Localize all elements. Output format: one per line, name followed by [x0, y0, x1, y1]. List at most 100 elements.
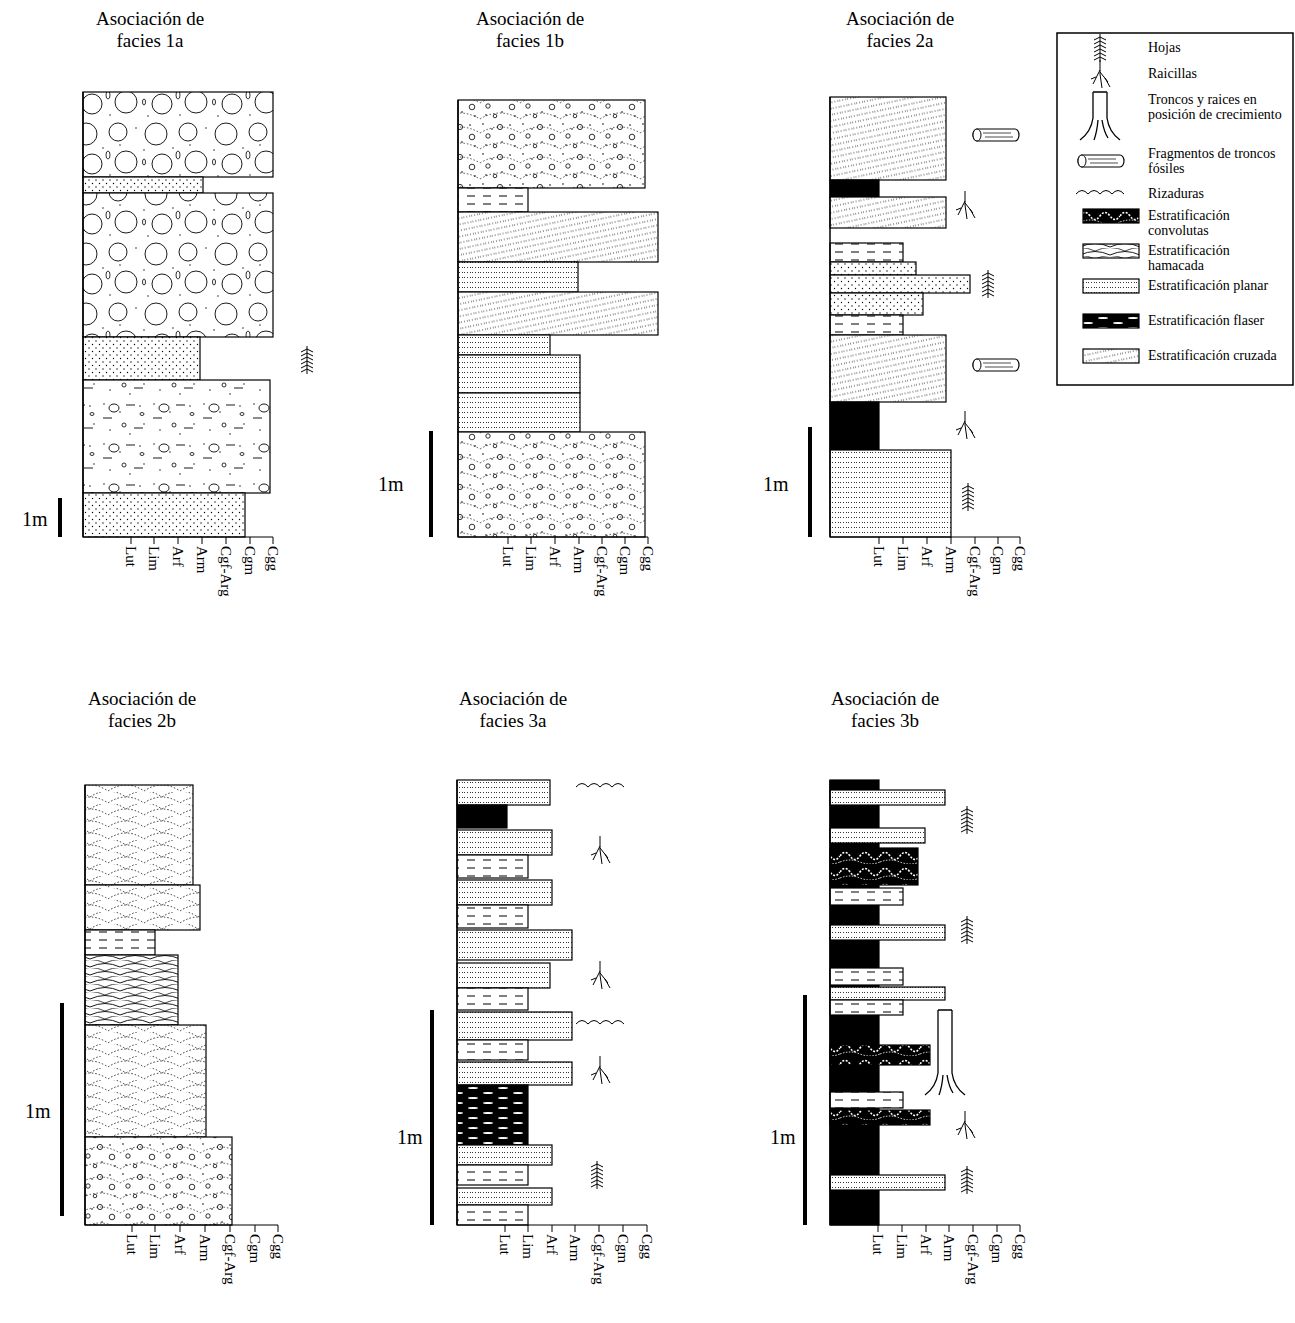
axis-tick: [998, 537, 999, 544]
trunk-symbol: [925, 1010, 965, 1095]
bed: [457, 830, 552, 855]
bed: [457, 963, 550, 988]
rootlet-symbol: [956, 1111, 975, 1139]
bed: [830, 1110, 930, 1125]
leaf-symbol: [962, 494, 974, 497]
bed: [458, 432, 645, 537]
grain-size-label: Lut: [123, 546, 139, 567]
ripple-symbol: [576, 1021, 624, 1025]
axis-tick: [552, 1225, 553, 1232]
bed: [83, 380, 270, 493]
leaf-symbol: [1094, 53, 1106, 56]
leaf-symbol: [962, 506, 974, 509]
bed: [830, 1175, 945, 1190]
bed: [83, 493, 245, 537]
ripple-symbol: [576, 784, 624, 788]
grain-size-label: Arm: [571, 546, 587, 574]
leaf-symbol: [301, 369, 313, 372]
legend-text: Rizaduras: [1148, 186, 1286, 201]
legend-text: Hojas: [1148, 40, 1286, 55]
leaf-symbol: [961, 821, 973, 824]
leaf-symbol: [1094, 45, 1106, 48]
column-title: Asociación de facies 1a: [90, 8, 210, 52]
leaf-symbol: [301, 353, 313, 356]
leaf-symbol: [1094, 57, 1106, 60]
leaf-symbol: [591, 1164, 603, 1167]
bed: [83, 337, 200, 380]
bed: [830, 848, 918, 885]
grain-size-label: Lim: [523, 546, 539, 571]
bed: [457, 1085, 528, 1145]
leaf-symbol: [961, 817, 973, 820]
bed: [458, 100, 645, 188]
bed: [85, 955, 178, 1025]
bed: [830, 987, 945, 1000]
bed: [830, 790, 945, 805]
bed: [457, 1205, 528, 1225]
scale-label: 1m: [397, 1126, 423, 1148]
trunk-symbol: [1080, 92, 1120, 140]
rootlet-symbol: [956, 191, 975, 219]
scale-label: 1m: [25, 1100, 51, 1122]
legend-text: Estratificación convolutas: [1148, 208, 1286, 238]
facies-column: Asociación de facies 1a: [90, 8, 210, 52]
leaf-symbol: [591, 1180, 603, 1183]
axis-tick: [903, 537, 904, 544]
column-title: Asociación de facies 2b: [82, 688, 202, 732]
bed: [458, 335, 550, 355]
section-axis: [84, 785, 86, 1225]
leaf-symbol: [961, 1177, 973, 1180]
grain-size-label: Lim: [147, 1234, 163, 1259]
legend-text: Fragmentos de troncos fósiles: [1148, 146, 1286, 176]
leaf-symbol: [591, 1176, 603, 1179]
facies-column: Asociación de facies 1b: [470, 8, 590, 52]
axis-tick: [180, 1225, 181, 1232]
scale-label: 1m: [378, 473, 404, 495]
grain-size-label: Arm: [941, 1234, 957, 1262]
grain-size-label: Cgf-Arg: [218, 546, 234, 597]
grain-size-label: Cgf-Arg: [591, 1234, 607, 1285]
bed: [85, 885, 200, 930]
bed: [830, 262, 916, 275]
legend-sample: [1083, 349, 1139, 363]
axis-tick: [1020, 1225, 1021, 1232]
axis-tick: [555, 537, 556, 544]
facies-column: Asociación de facies 3b: [825, 688, 945, 732]
log-symbol: [973, 359, 981, 371]
leaf-symbol: [1100, 34, 1101, 62]
axis-tick: [648, 537, 649, 544]
grain-size-label: Lim: [895, 546, 911, 571]
axis-tick: [973, 1225, 974, 1232]
bed: [457, 905, 528, 928]
legend-box: [1057, 33, 1293, 385]
legend-text: Estratificación planar: [1148, 278, 1286, 293]
axis-tick: [508, 537, 509, 544]
bed: [830, 97, 946, 180]
column-title: Asociación de facies 3b: [825, 688, 945, 732]
axis-tick: [250, 537, 251, 544]
legend-sample: [1083, 314, 1139, 328]
grain-size-label: Cgm: [617, 546, 633, 575]
grain-size-label: Lut: [124, 1234, 140, 1255]
leaf-symbol: [967, 1166, 968, 1194]
axis-tick: [132, 1225, 133, 1232]
leaf-symbol: [961, 1189, 973, 1192]
leaf-symbol: [988, 270, 989, 298]
log-symbol: [983, 133, 1013, 137]
bed: [458, 188, 528, 212]
bed: [457, 930, 572, 960]
scale-label: 1m: [763, 473, 789, 495]
leaf-symbol: [301, 365, 313, 368]
grain-size-label: Lut: [871, 546, 887, 567]
grain-size-label: Cgm: [247, 1234, 263, 1263]
leaf-symbol: [962, 490, 974, 493]
bed: [85, 930, 155, 955]
leaf-symbol: [962, 486, 974, 489]
section-axis: [829, 97, 831, 537]
leaf-symbol: [982, 293, 994, 296]
bed: [830, 293, 923, 315]
leaf-symbol: [968, 483, 969, 511]
axis-tick: [575, 1225, 576, 1232]
leaf-symbol: [597, 1161, 598, 1189]
